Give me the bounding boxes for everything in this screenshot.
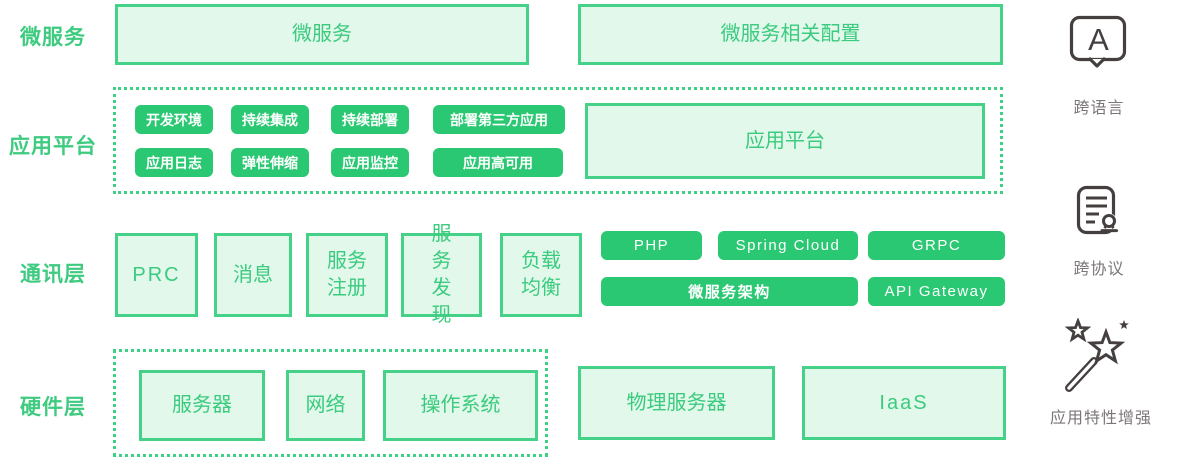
php-button: PHP <box>601 231 702 260</box>
pill-app-log: 应用日志 <box>135 148 213 177</box>
load-balance-box: 负载均衡 <box>500 233 582 317</box>
service-registry-box: 服务注册 <box>306 233 388 317</box>
app-platform-dotted-container: 开发环境 持续集成 持续部署 部署第三方应用 应用日志 弹性伸缩 应用监控 应用… <box>113 87 1003 194</box>
pill-dev-env: 开发环境 <box>135 105 213 134</box>
grpc-button: GRPC <box>868 231 1005 260</box>
cross-protocol-label: 跨协议 <box>1073 261 1125 278</box>
network-box: 网络 <box>286 370 365 441</box>
hardware-dotted-container: 服务器 网络 操作系统 <box>113 349 548 457</box>
app-platform-box: 应用平台 <box>585 103 985 179</box>
prc-box: PRC <box>115 233 198 317</box>
pill-third-party: 部署第三方应用 <box>433 105 565 134</box>
language-bubble-icon: A <box>1069 15 1127 68</box>
api-gateway-button: API Gateway <box>868 277 1005 306</box>
pill-ci: 持续集成 <box>231 105 309 134</box>
service-discovery-box: 服务发现 <box>401 223 482 326</box>
microservice-config-box: 微服务相关配置 <box>578 4 1003 65</box>
protocol-document-icon <box>1076 185 1118 235</box>
message-box: 消息 <box>214 233 292 317</box>
microservice-box: 微服务 <box>115 4 529 65</box>
cross-language-label: 跨语言 <box>1073 100 1125 117</box>
spring-cloud-button: Spring Cloud <box>718 231 858 260</box>
pill-auto-scaling: 弹性伸缩 <box>231 148 309 177</box>
language-a-glyph: A <box>1088 22 1109 57</box>
magic-wand-icon <box>1064 318 1129 392</box>
row-label-app-platform: 应用平台 <box>9 135 97 158</box>
physical-server-box: 物理服务器 <box>578 366 775 440</box>
microservice-arch-button: 微服务架构 <box>601 277 858 306</box>
pill-high-avail: 应用高可用 <box>433 148 563 177</box>
iaas-box: IaaS <box>802 366 1006 440</box>
server-box: 服务器 <box>139 370 265 441</box>
row-label-microservice: 微服务 <box>20 26 86 49</box>
row-label-comm-layer: 通讯层 <box>20 263 86 286</box>
pill-cd: 持续部署 <box>331 105 409 134</box>
row-label-hardware-layer: 硬件层 <box>20 396 86 419</box>
pill-app-monitor: 应用监控 <box>331 148 409 177</box>
os-box: 操作系统 <box>383 370 538 441</box>
app-feature-enhance-label: 应用特性增强 <box>1049 410 1152 427</box>
